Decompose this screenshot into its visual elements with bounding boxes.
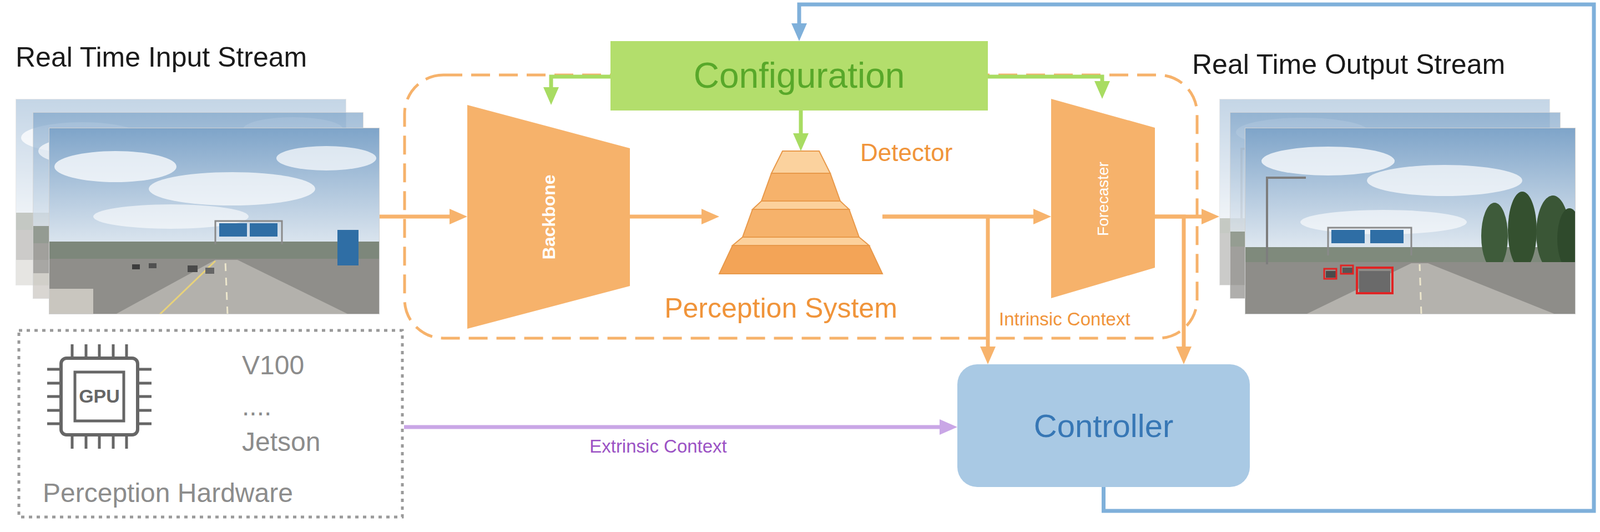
flow-arrow [987,76,1103,88]
pyramid-ledge [752,200,850,210]
pyramid-tier [719,245,883,274]
controller-label: Controller [1033,406,1174,444]
output-frame [1244,127,1582,315]
input-stream: Real Time Input Stream [15,41,380,315]
pyramid-ledge [732,236,870,246]
output-stream: Real Time Output Stream [1219,44,1582,315]
chip-text: GPU [78,385,120,407]
flow-arrow [882,216,988,353]
hardware-box: V100.... JetsonPerception Hardware [17,328,405,519]
stream-title: Real Time Input Stream [15,41,307,74]
flow-arrow [404,425,947,429]
configuration-box: Configuration [610,41,988,111]
flow-arrow [551,76,611,94]
input-frame [48,127,380,315]
hardware-label: .... [241,390,272,422]
pyramid-tier [742,209,860,237]
backbone-trapezoid: Backbone [467,104,630,329]
trapezoid-shape [1051,98,1155,299]
flow-arrow [882,214,1041,219]
module-label: Backbone [538,174,559,260]
hardware-label: V100 [241,349,305,381]
detector-pyramid: Detector [719,150,883,274]
controller-box: Controller [957,364,1250,487]
edge-label: Intrinsic Context [998,308,1131,330]
hardware-label: Perception Hardware [42,477,294,508]
pyramid-tier [761,173,841,201]
stream-title: Real Time Output Stream [1192,48,1506,82]
flow-arrow [799,4,1594,511]
edge-label: Extrinsic Context [589,435,728,457]
dotted-border [18,330,403,517]
module-label: Forecaster [1093,161,1112,236]
flow-arrow [799,110,804,140]
perception-system-group: Perception SystemBackboneDetectorForecas… [402,73,1199,340]
chip-core [74,371,124,421]
flow-arrow [1154,214,1209,219]
config-label: Configuration [693,55,906,97]
system-label: Perception System [664,292,898,325]
hardware-label: Jetson [241,426,321,457]
module-label: Detector [860,138,953,168]
flow-arrow [379,214,457,219]
pyramid-top [771,150,831,174]
forecaster-trapezoid: Forecaster [1051,98,1155,299]
chip-body [61,357,138,435]
gpu-chip-icon [47,344,152,449]
chip-pins [47,344,152,449]
dashed-group-border [404,74,1198,338]
flow-arrow [1154,216,1184,353]
flow-arrow [629,214,709,219]
node-outline [719,150,883,274]
trapezoid-shape [467,104,630,329]
